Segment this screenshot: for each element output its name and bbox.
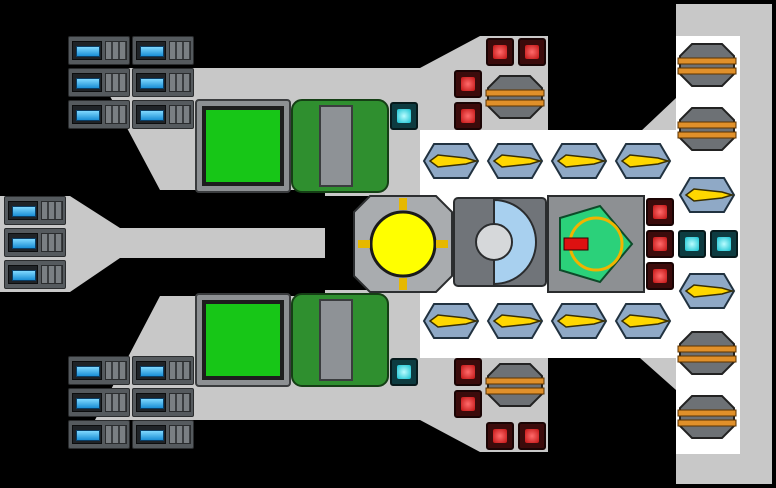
- battery-module[interactable]: [68, 100, 130, 129]
- gun-turret[interactable]: [676, 392, 738, 442]
- red-cannon[interactable]: [454, 70, 482, 98]
- battery-module[interactable]: [68, 68, 130, 97]
- gun-turret[interactable]: [676, 40, 738, 90]
- battery-module[interactable]: [132, 420, 194, 449]
- missile-launcher[interactable]: [548, 296, 610, 346]
- battery-module[interactable]: [132, 100, 194, 129]
- red-cannon[interactable]: [454, 102, 482, 130]
- gun-turret[interactable]: [676, 104, 738, 154]
- red-cannon[interactable]: [486, 422, 514, 450]
- cyan-port[interactable]: [678, 230, 706, 258]
- gun-turret[interactable]: [484, 360, 546, 410]
- missile-launcher[interactable]: [612, 136, 674, 186]
- missile-launcher[interactable]: [420, 296, 482, 346]
- missile-launcher[interactable]: [484, 136, 546, 186]
- battery-module[interactable]: [132, 36, 194, 65]
- battery-module[interactable]: [68, 420, 130, 449]
- cyan-port[interactable]: [390, 102, 418, 130]
- missile-launcher[interactable]: [420, 136, 482, 186]
- cyan-port[interactable]: [710, 230, 738, 258]
- missile-launcher[interactable]: [548, 136, 610, 186]
- red-cannon[interactable]: [454, 390, 482, 418]
- battery-module[interactable]: [68, 36, 130, 65]
- gun-turret[interactable]: [484, 72, 546, 122]
- red-cannon[interactable]: [646, 230, 674, 258]
- missile-launcher[interactable]: [612, 296, 674, 346]
- red-cannon[interactable]: [518, 422, 546, 450]
- red-cannon[interactable]: [454, 358, 482, 386]
- gun-turret[interactable]: [676, 328, 738, 378]
- battery-module[interactable]: [4, 196, 66, 225]
- cyan-port[interactable]: [390, 358, 418, 386]
- battery-module[interactable]: [68, 356, 130, 385]
- battery-module[interactable]: [68, 388, 130, 417]
- missile-launcher[interactable]: [676, 170, 738, 220]
- missile-launcher[interactable]: [484, 296, 546, 346]
- red-cannon[interactable]: [646, 262, 674, 290]
- battery-module[interactable]: [132, 356, 194, 385]
- missile-launcher[interactable]: [676, 266, 738, 316]
- red-cannon[interactable]: [518, 38, 546, 66]
- battery-module[interactable]: [4, 228, 66, 257]
- battery-module[interactable]: [132, 68, 194, 97]
- red-cannon[interactable]: [646, 198, 674, 226]
- red-cannon[interactable]: [486, 38, 514, 66]
- battery-module[interactable]: [132, 388, 194, 417]
- battery-module[interactable]: [4, 260, 66, 289]
